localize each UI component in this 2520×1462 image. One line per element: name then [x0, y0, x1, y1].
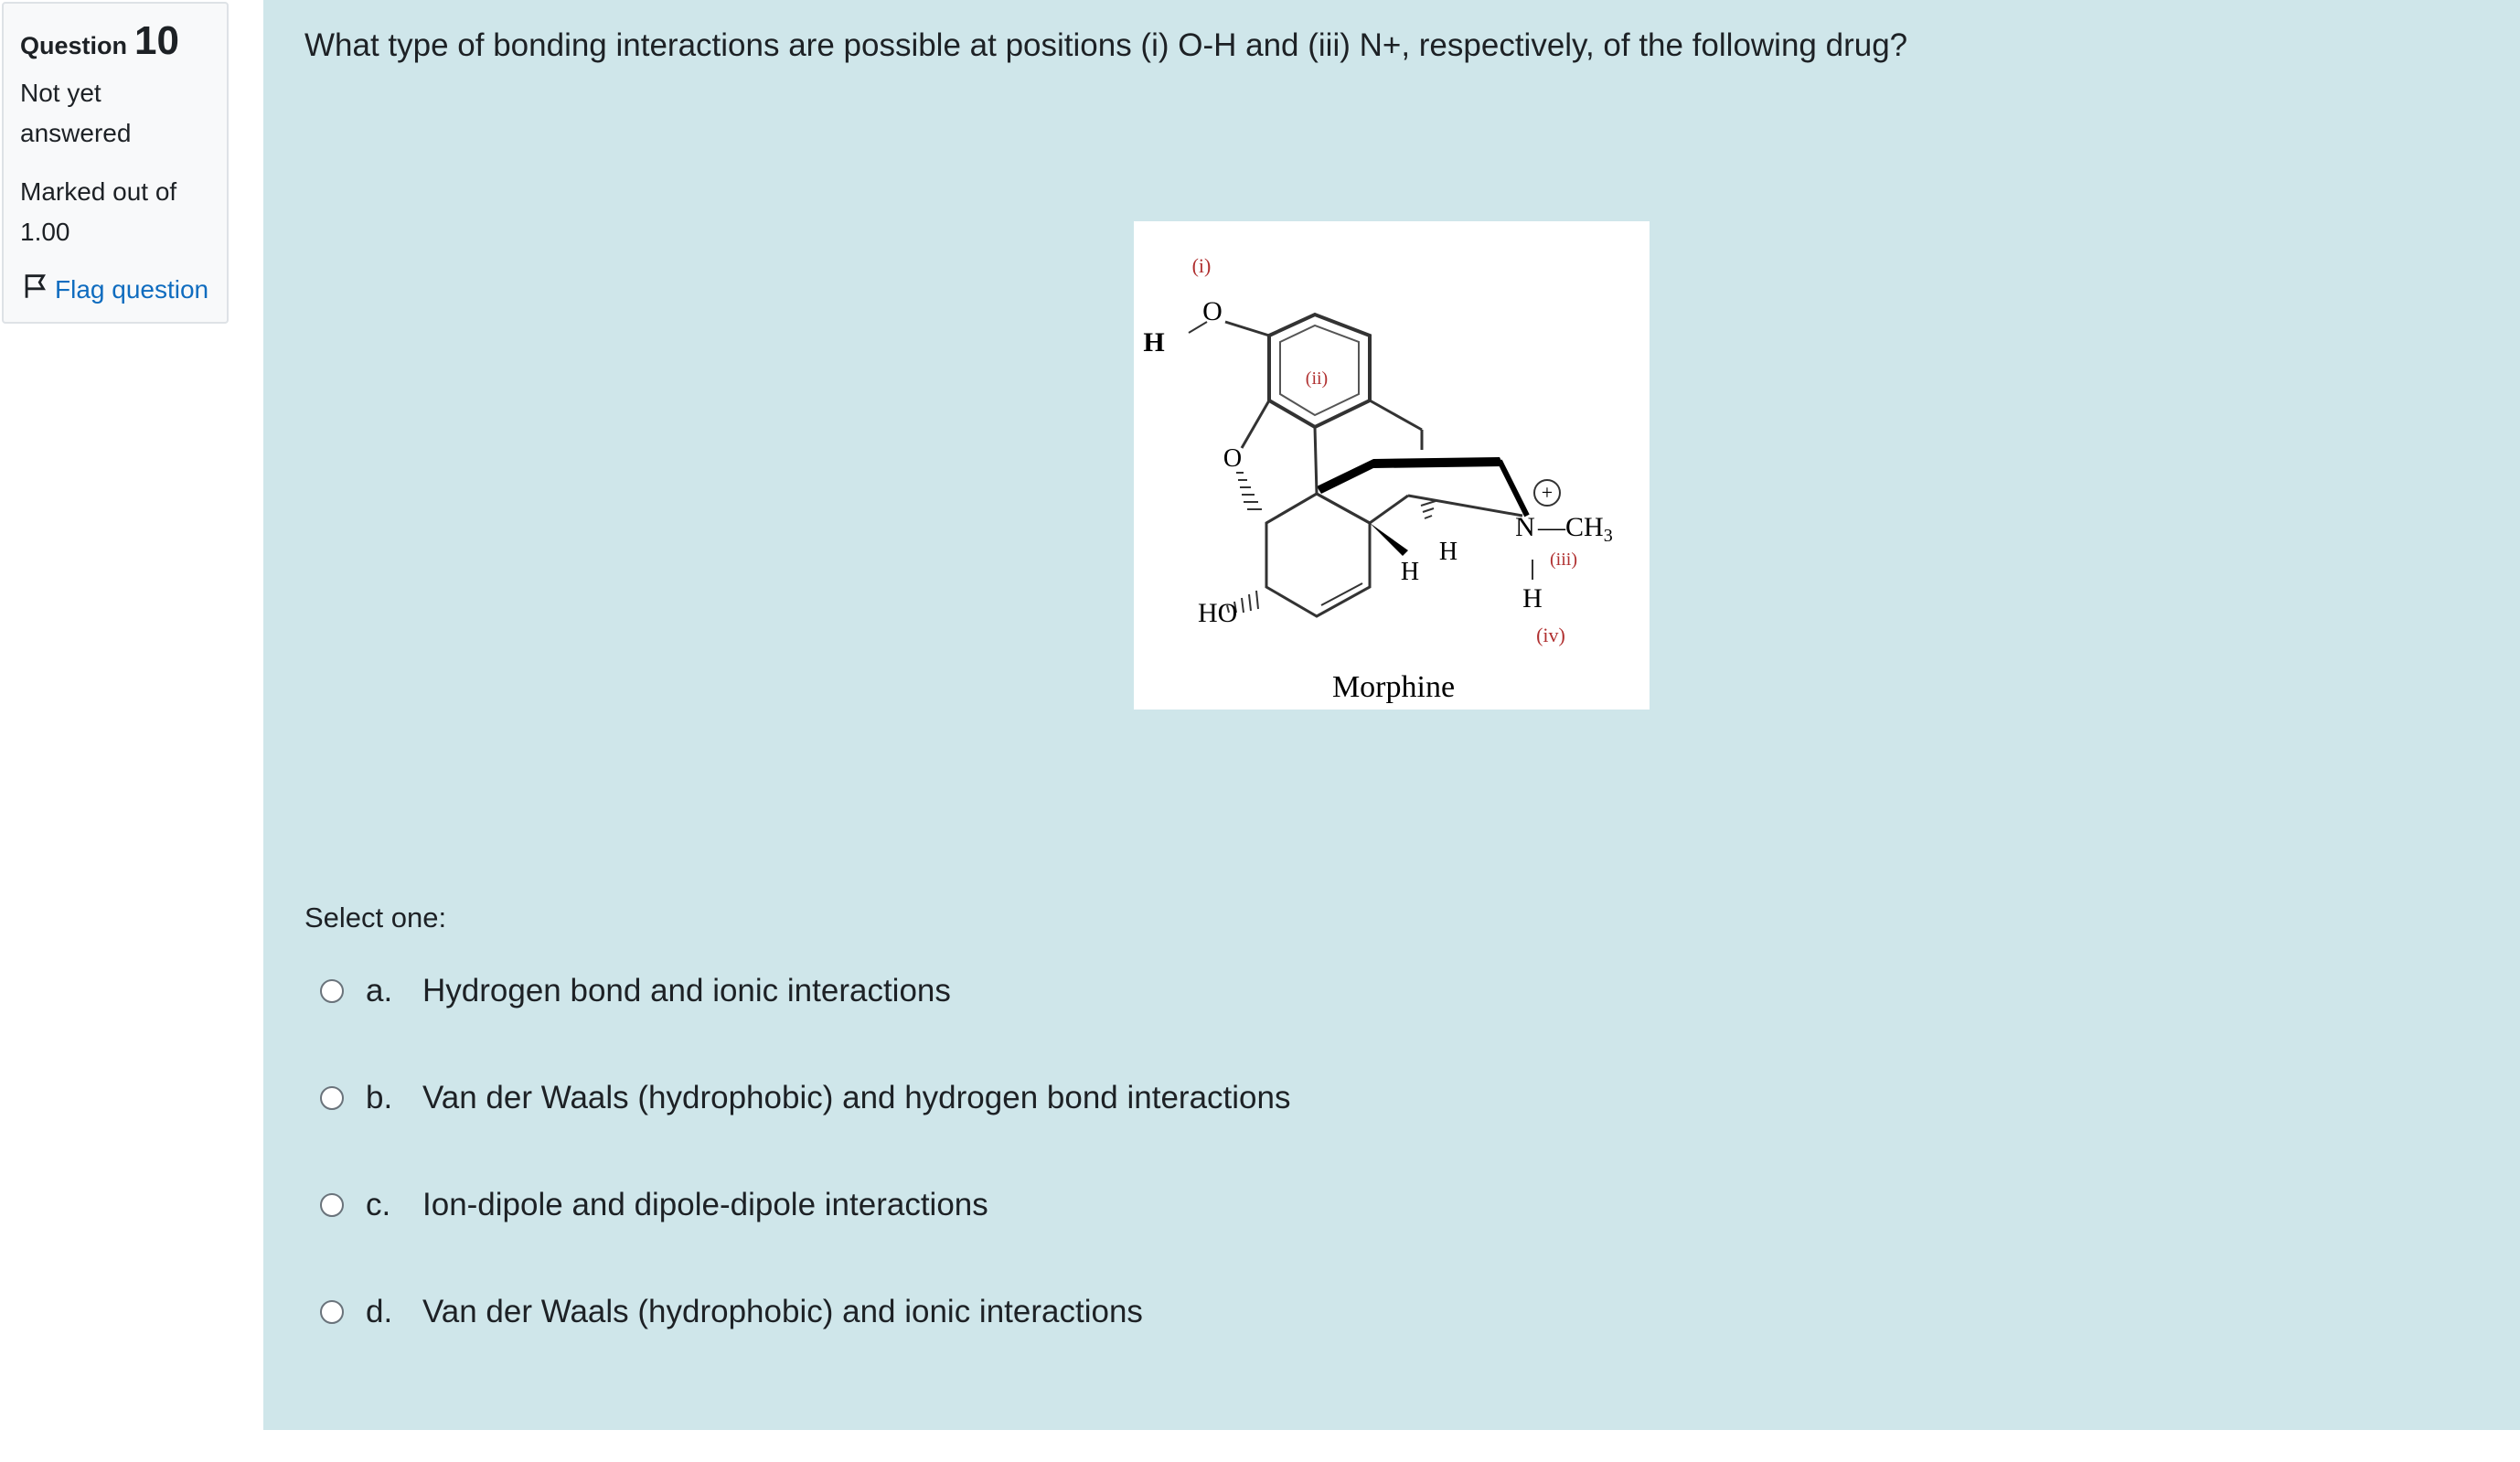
- answer-option-a[interactable]: a. Hydrogen bond and ionic interactions: [320, 964, 951, 1019]
- flag-question-label[interactable]: Flag question: [55, 274, 209, 304]
- question-number: Question 10: [20, 18, 210, 64]
- answer-option-b[interactable]: b. Van der Waals (hydrophobic) and hydro…: [320, 1071, 1290, 1126]
- state-line-1: Not yet: [20, 79, 101, 107]
- question-info-panel: Question 10 Not yet answered Marked out …: [2, 2, 229, 324]
- position-ii-label: (ii): [1306, 368, 1328, 389]
- question-number-value: 10: [134, 18, 179, 63]
- radio-c[interactable]: [320, 1193, 344, 1217]
- top-oxygen-label: O: [1202, 296, 1223, 326]
- flag-question-link[interactable]: Flag question: [20, 271, 210, 308]
- nitrogen-label: N: [1515, 512, 1535, 542]
- question-text: What type of bonding interactions are po…: [304, 27, 1908, 63]
- position-iii-label: (iii): [1550, 550, 1577, 570]
- nitrogen-hydrogen-label: H: [1522, 583, 1543, 614]
- ring-oxygen-label: O: [1223, 444, 1242, 473]
- option-letter: d.: [366, 1294, 393, 1329]
- option-text[interactable]: Van der Waals (hydrophobic) and hydrogen…: [422, 1080, 1291, 1115]
- grade-line-2: 1.00: [20, 218, 70, 246]
- charge-symbol: +: [1542, 481, 1553, 504]
- question-word: Question: [20, 32, 128, 59]
- ho-label: HO: [1198, 598, 1237, 628]
- figure-caption: Morphine: [1332, 670, 1455, 704]
- radio-d[interactable]: [320, 1300, 344, 1324]
- morphine-structure-figure: + (i) O H (ii) O HO H H N —CH3 (iii) H (…: [1134, 221, 1650, 710]
- grade-line-1: Marked out of: [20, 177, 177, 206]
- position-i-label: (i): [1192, 254, 1212, 277]
- radio-a[interactable]: [320, 979, 344, 1003]
- answer-option-c[interactable]: c. Ion-dipole and dipole-dipole interact…: [320, 1178, 988, 1233]
- hydrogen-mid-2-label: H: [1439, 538, 1458, 566]
- methyl-subscript: 3: [1604, 526, 1613, 546]
- radio-b[interactable]: [320, 1086, 344, 1110]
- hydrogen-mid-1-label: H: [1401, 558, 1419, 586]
- left-hydrogen-label: H: [1143, 327, 1164, 357]
- question-grade: Marked out of 1.00: [20, 172, 210, 252]
- option-text[interactable]: Ion-dipole and dipole-dipole interaction…: [422, 1187, 988, 1222]
- question-content: What type of bonding interactions are po…: [263, 0, 2520, 1430]
- option-text[interactable]: Hydrogen bond and ionic interactions: [422, 973, 951, 1008]
- flag-icon: [20, 271, 51, 308]
- position-iv-label: (iv): [1536, 624, 1565, 646]
- option-letter: a.: [366, 973, 393, 1008]
- option-letter: c.: [366, 1187, 391, 1222]
- select-one-prompt: Select one:: [304, 902, 447, 934]
- methyl-label: —CH3: [1537, 512, 1613, 546]
- option-text[interactable]: Van der Waals (hydrophobic) and ionic in…: [422, 1294, 1143, 1329]
- question-state: Not yet answered: [20, 73, 210, 154]
- option-letter: b.: [366, 1080, 393, 1115]
- methyl-text: —CH: [1537, 512, 1604, 542]
- answer-option-d[interactable]: d. Van der Waals (hydrophobic) and ionic…: [320, 1285, 1143, 1339]
- state-line-2: answered: [20, 119, 132, 147]
